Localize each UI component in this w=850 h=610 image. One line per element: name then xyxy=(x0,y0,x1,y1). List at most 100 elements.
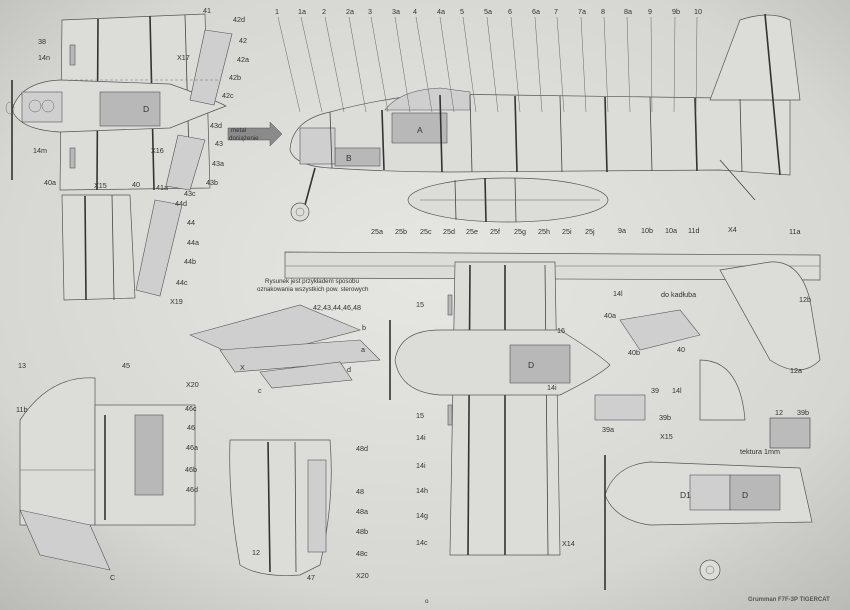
page-dot: o xyxy=(425,598,429,605)
leader-line xyxy=(486,16,499,113)
label-42-43-44-46-48: 42,43,44,46,48 xyxy=(313,303,361,312)
label-14n: 14n xyxy=(38,53,50,62)
leader-line xyxy=(626,16,631,113)
leader-line xyxy=(415,16,433,113)
leader-line xyxy=(580,16,587,113)
label-40: 40 xyxy=(677,345,685,354)
label-40: 40 xyxy=(132,180,140,189)
label-5: 5 xyxy=(460,7,464,16)
leader-line xyxy=(394,16,411,113)
label-14m: 14m xyxy=(33,146,47,155)
leader-line xyxy=(556,16,565,113)
top-left-labels: 38 41 42d 42 42a 42b 42c 14n X17 14m 40a… xyxy=(33,6,249,306)
metal-note-line1: metal xyxy=(231,127,246,134)
leader-line xyxy=(510,16,521,113)
label-9: 9 xyxy=(648,7,652,16)
label-9a: 9a xyxy=(618,226,626,235)
label-40b: 40b xyxy=(628,348,640,357)
label-6: 6 xyxy=(508,7,512,16)
label-12: 12 xyxy=(252,548,260,557)
leader-line xyxy=(673,16,676,113)
zone-letter-d1: D xyxy=(143,104,149,114)
center-wing-group xyxy=(189,251,821,556)
label-tektura-1mm: tektura 1mm xyxy=(740,447,780,456)
label-10: 10 xyxy=(694,7,702,16)
leader-line xyxy=(462,16,477,113)
bottom-mid-group xyxy=(229,439,332,576)
leader-line xyxy=(695,16,698,113)
label-25j: 25j xyxy=(585,227,595,236)
label-x15: X15 xyxy=(660,432,673,441)
label-39b: 39b xyxy=(659,413,671,422)
label-25a: 25a xyxy=(371,227,383,236)
label-x15: X15 xyxy=(94,181,107,190)
label-10a: 10a xyxy=(665,226,677,235)
label-14g: 14g xyxy=(416,511,428,520)
label-11d: 11d xyxy=(688,226,699,235)
zone-letter-d3: D xyxy=(742,490,748,500)
label-14l: 14l xyxy=(613,289,623,298)
label-25d: 25d xyxy=(443,227,455,236)
label-48d: 48d xyxy=(356,444,368,453)
label-2: 2 xyxy=(322,7,326,16)
label-48a: 48a xyxy=(356,507,368,516)
label-6a: 6a xyxy=(532,7,540,16)
label-15: 15 xyxy=(416,411,424,420)
zone-letter-d1b: D1 xyxy=(680,490,691,500)
label-47: 47 xyxy=(307,573,315,582)
leader-line xyxy=(534,16,543,113)
label-x19: X19 xyxy=(170,297,183,306)
label-48b: 48b xyxy=(356,527,368,536)
label-40a: 40a xyxy=(604,311,616,320)
label-x: X xyxy=(240,363,245,372)
label-x4: X4 xyxy=(728,225,737,234)
label-42: 42 xyxy=(239,36,247,45)
label-8a: 8a xyxy=(624,7,632,16)
label-5a: 5a xyxy=(484,7,492,16)
label-3: 3 xyxy=(368,7,372,16)
label-14h: 14h xyxy=(416,486,428,495)
fuselage-side-group xyxy=(227,13,801,223)
marking-note-line2: oznakowania wszystkich pow. sterowych xyxy=(257,286,369,293)
label-a: a xyxy=(361,345,365,354)
marking-note-line1: Rysunek jest przykładem sposobu xyxy=(265,278,359,285)
label-3a: 3a xyxy=(392,7,400,16)
label-14l: 14l xyxy=(672,386,682,395)
label-43c: 43c xyxy=(184,189,196,198)
label-4a: 4a xyxy=(437,7,445,16)
leader-line xyxy=(324,16,345,113)
zone-letter-b: B xyxy=(346,153,352,163)
label-14i: 14i xyxy=(416,461,426,470)
label-12a: 12a xyxy=(790,366,802,375)
label-46a: 46a xyxy=(186,443,198,452)
label-44a: 44a xyxy=(187,238,199,247)
label-48c: 48c xyxy=(356,549,368,558)
label-7a: 7a xyxy=(578,7,586,16)
label-41a: 41a xyxy=(156,183,168,192)
label-x20: X20 xyxy=(186,380,199,389)
label-40a: 40a xyxy=(44,178,56,187)
label-8: 8 xyxy=(601,7,605,16)
label-14i: 14i xyxy=(416,433,426,442)
label-x17: X17 xyxy=(177,53,190,62)
label-43: 43 xyxy=(215,139,223,148)
label-44d: 44d xyxy=(175,199,187,208)
label-2a: 2a xyxy=(346,7,354,16)
label-45: 45 xyxy=(122,361,130,370)
label-43d: 43d xyxy=(210,121,222,130)
label-x14: X14 xyxy=(562,539,575,548)
label-7: 7 xyxy=(554,7,558,16)
zone-letter-a: A xyxy=(417,125,423,135)
label-x20: X20 xyxy=(356,571,369,580)
leader-line xyxy=(370,16,389,113)
label-44b: 44b xyxy=(184,257,196,266)
label-11b: 11b xyxy=(16,405,27,414)
label-43a: 43a xyxy=(212,159,224,168)
label-42a: 42a xyxy=(237,55,249,64)
label-14c: 14c xyxy=(416,538,428,547)
leader-line xyxy=(277,16,301,113)
label-1a: 1a xyxy=(298,7,306,16)
